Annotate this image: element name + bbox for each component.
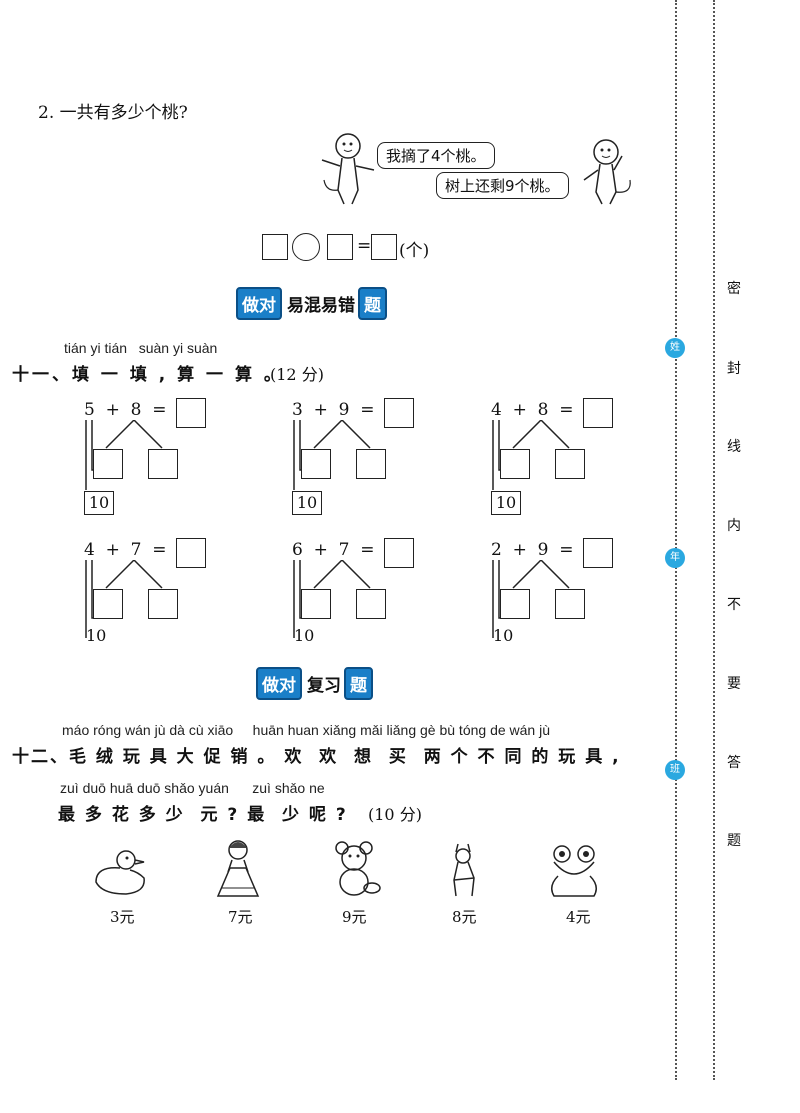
answer-box-1[interactable] <box>262 234 288 260</box>
q11-pinyin: tián yi tián suàn yi suàn <box>64 340 218 356</box>
monkey-right-icon <box>583 139 631 205</box>
problem-expression: 4 + 8 = <box>491 400 574 420</box>
answer-box-2[interactable] <box>327 234 353 260</box>
bear-icon <box>335 841 381 896</box>
sum-answer-box[interactable] <box>384 398 414 428</box>
binding-line-left <box>675 0 677 1080</box>
section-banner-1: 做对 易混易错 题 <box>236 286 387 320</box>
margin-char: 封 <box>727 361 741 377</box>
split-box-left[interactable] <box>500 449 530 479</box>
split-box-right[interactable] <box>148 449 178 479</box>
margin-dot-label: 姓 <box>665 338 685 358</box>
margin-char: 题 <box>727 833 741 849</box>
decompose-lines <box>293 420 371 490</box>
ten-box: 10 <box>292 491 322 515</box>
split-box-right[interactable] <box>555 449 585 479</box>
decompose-lines <box>293 560 371 638</box>
q11-score: (12 分) <box>270 365 324 384</box>
split-box-left[interactable] <box>93 589 123 619</box>
operator-circle[interactable] <box>292 233 320 261</box>
equals-sign: = <box>357 236 372 256</box>
toy-price-deer: 8元 <box>452 908 477 926</box>
monkey-left-icon <box>321 133 375 205</box>
bubble-right: 树上还剩9个桃。 <box>436 172 569 199</box>
frog-icon <box>551 845 597 897</box>
ten-label: 10 <box>493 626 514 645</box>
margin-char: 密 <box>727 281 741 297</box>
split-box-left[interactable] <box>301 449 331 479</box>
ten-box: 10 <box>491 491 521 515</box>
binding-line-right <box>713 0 715 1080</box>
q2-title: 2. 一共有多少个桃? <box>38 103 188 123</box>
problem-expression: 3 + 9 = <box>292 400 375 420</box>
q12-heading: 十二、毛 绒 玩 具 大 促 销 。 欢 欢 想 买 两 个 不 同 的 玩 具… <box>12 747 621 767</box>
section-banner-2: 做对 复习 题 <box>256 666 373 700</box>
ten-label: 10 <box>294 626 315 645</box>
margin-char: 不 <box>727 597 741 613</box>
q12-score: (10 分) <box>368 805 422 824</box>
toy-price-doll: 7元 <box>228 908 253 926</box>
banner-text: 易混易错 <box>287 295 355 316</box>
margin-dot-label: 年 <box>665 548 685 568</box>
toy-price-bear: 9元 <box>342 908 367 926</box>
sum-answer-box[interactable] <box>176 538 206 568</box>
problem-expression: 5 + 8 = <box>84 400 167 420</box>
margin-char: 线 <box>727 439 741 455</box>
banner-tag: 做对 <box>256 666 302 700</box>
q11-heading: 十一、填 一 填 , 算 一 算 。 <box>12 365 284 385</box>
problem-expression: 2 + 9 = <box>491 540 574 560</box>
margin-char: 答 <box>727 755 741 771</box>
ten-box: 10 <box>84 491 114 515</box>
sum-answer-box[interactable] <box>384 538 414 568</box>
banner-tag: 做对 <box>236 286 282 320</box>
q12-line2: 最 多 花 多 少 元 ? 最 少 呢 ? <box>58 805 348 825</box>
q12-pinyin-1: máo róng wán jù dà cù xiāo huān huan xiǎ… <box>62 722 550 738</box>
deer-icon <box>453 843 475 897</box>
margin-char: 要 <box>727 676 741 692</box>
answer-box-3[interactable] <box>371 234 397 260</box>
duck-icon <box>95 850 145 895</box>
toy-price-duck: 3元 <box>110 908 135 926</box>
banner-end: 题 <box>344 666 373 700</box>
q12-pinyin-2: zuì duō huā duō shǎo yuán zuì shǎo ne <box>60 780 325 796</box>
split-box-left[interactable] <box>301 589 331 619</box>
split-box-left[interactable] <box>93 449 123 479</box>
banner-end: 题 <box>358 286 387 320</box>
sum-answer-box[interactable] <box>176 398 206 428</box>
problem-expression: 4 + 7 = <box>84 540 167 560</box>
split-box-right[interactable] <box>356 589 386 619</box>
ten-label: 10 <box>86 626 107 645</box>
split-box-right[interactable] <box>356 449 386 479</box>
split-box-right[interactable] <box>555 589 585 619</box>
bubble-left: 我摘了4个桃。 <box>377 142 495 169</box>
banner-text: 复习 <box>307 675 341 696</box>
toy-price-frog: 4元 <box>566 908 591 926</box>
sum-answer-box[interactable] <box>583 538 613 568</box>
split-box-right[interactable] <box>148 589 178 619</box>
doll-icon <box>216 840 260 897</box>
unit-label: (个) <box>399 241 430 261</box>
sum-answer-box[interactable] <box>583 398 613 428</box>
margin-dot-label: 班 <box>665 760 685 780</box>
margin-char: 内 <box>727 518 741 534</box>
split-box-left[interactable] <box>500 589 530 619</box>
problem-expression: 6 + 7 = <box>292 540 375 560</box>
